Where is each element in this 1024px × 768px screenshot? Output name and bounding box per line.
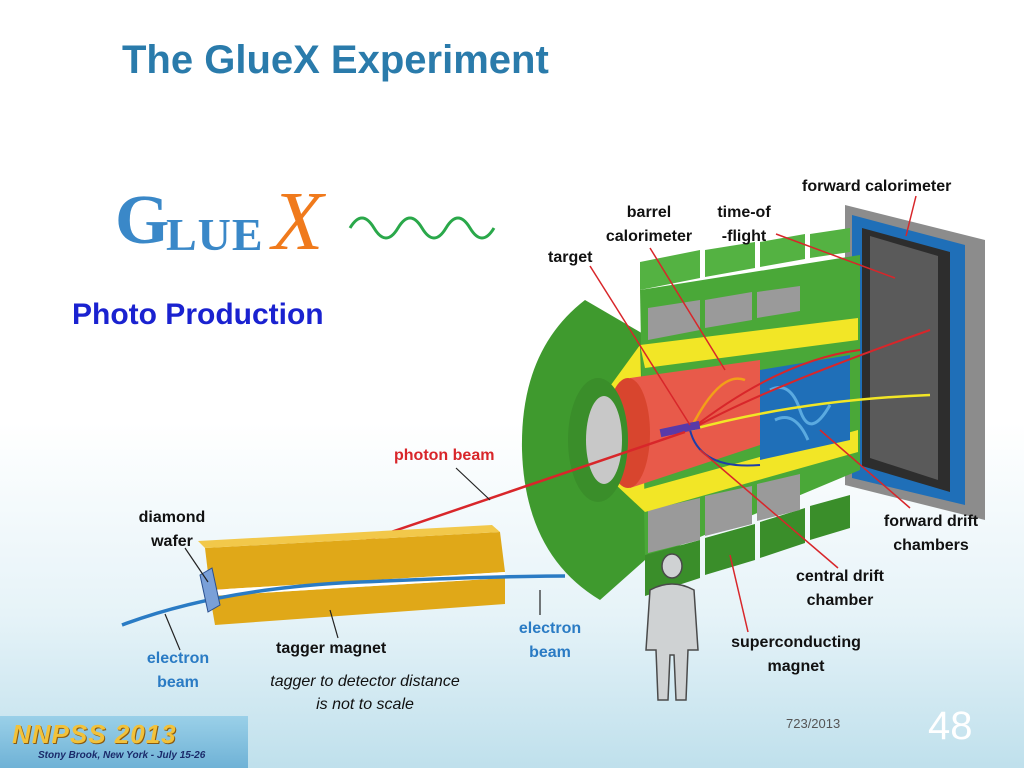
label-scm-line1: superconducting bbox=[731, 634, 861, 651]
label-time-of-flight: time-of -flight bbox=[702, 201, 786, 249]
particle-tracks bbox=[688, 329, 931, 467]
label-forward-calorimeter: forward calorimeter bbox=[802, 178, 952, 195]
label-electron-left-line2: beam bbox=[157, 674, 199, 691]
wave-icon bbox=[348, 216, 496, 240]
scale-note-line1: tagger to detector distance bbox=[270, 673, 460, 690]
label-tof-line2: -flight bbox=[721, 228, 767, 245]
electron-beam-line bbox=[121, 574, 566, 627]
footer-logo-sub: Stony Brook, New York - July 15-26 bbox=[38, 750, 206, 761]
label-diamond-wafer: diamond wafer bbox=[130, 506, 214, 554]
label-barrel-calorimeter: barrel calorimeter bbox=[596, 201, 702, 249]
nnpss-footer-logo: NNPSS 2013 Stony Brook, New York - July … bbox=[0, 716, 248, 768]
label-cdc-line2: chamber bbox=[806, 592, 874, 609]
tagger-magnet bbox=[198, 525, 505, 625]
label-tagger-magnet: tagger magnet bbox=[276, 640, 387, 657]
label-diamond-line1: diamond bbox=[138, 509, 206, 526]
label-barrel-line1: barrel bbox=[626, 204, 672, 221]
label-electron-left-line1: electron bbox=[146, 650, 210, 667]
target-cell bbox=[659, 420, 701, 438]
leader-lines-red bbox=[589, 195, 917, 633]
subtitle: Photo Production bbox=[72, 298, 324, 331]
label-electron-beam-left: electron beam bbox=[136, 647, 220, 695]
label-electron-right-line1: electron bbox=[518, 620, 582, 637]
label-barrel-line2: calorimeter bbox=[605, 228, 693, 245]
diamond-wafer bbox=[199, 567, 221, 613]
logo-letter-g: G bbox=[115, 182, 170, 259]
label-superconducting-magnet: superconducting magnet bbox=[718, 631, 874, 679]
label-fdc-line1: forward drift bbox=[883, 513, 979, 530]
footer-logo-main: NNPSS 2013 bbox=[12, 719, 177, 749]
label-central-drift-chamber: central drift chamber bbox=[784, 565, 896, 613]
label-diamond-line2: wafer bbox=[151, 533, 193, 550]
logo-letters-lue: LUE bbox=[166, 209, 264, 260]
label-cdc-line1: central drift bbox=[795, 568, 884, 585]
label-photon-beam: photon beam bbox=[394, 447, 495, 464]
label-electron-right-line2: beam bbox=[529, 644, 571, 661]
scale-note-line2: is not to scale bbox=[316, 696, 414, 713]
label-fdc-line2: chambers bbox=[893, 537, 969, 554]
scale-note: tagger to detector distance is not to sc… bbox=[255, 670, 475, 716]
person-silhouette bbox=[645, 553, 699, 701]
label-tof-line1: time-of bbox=[717, 204, 771, 221]
leader-lines-black bbox=[164, 467, 541, 651]
label-forward-drift-chambers: forward drift chambers bbox=[872, 510, 990, 558]
label-scm-line2: magnet bbox=[767, 658, 825, 675]
page-title: The GlueX Experiment bbox=[122, 38, 549, 82]
forward-calorimeter bbox=[845, 205, 985, 520]
label-target: target bbox=[548, 249, 593, 266]
logo-letter-x: X bbox=[272, 175, 324, 268]
slide-date: 723/2013 bbox=[786, 716, 841, 731]
label-electron-beam-right: electron beam bbox=[508, 617, 592, 665]
page-number: 48 bbox=[928, 704, 973, 748]
